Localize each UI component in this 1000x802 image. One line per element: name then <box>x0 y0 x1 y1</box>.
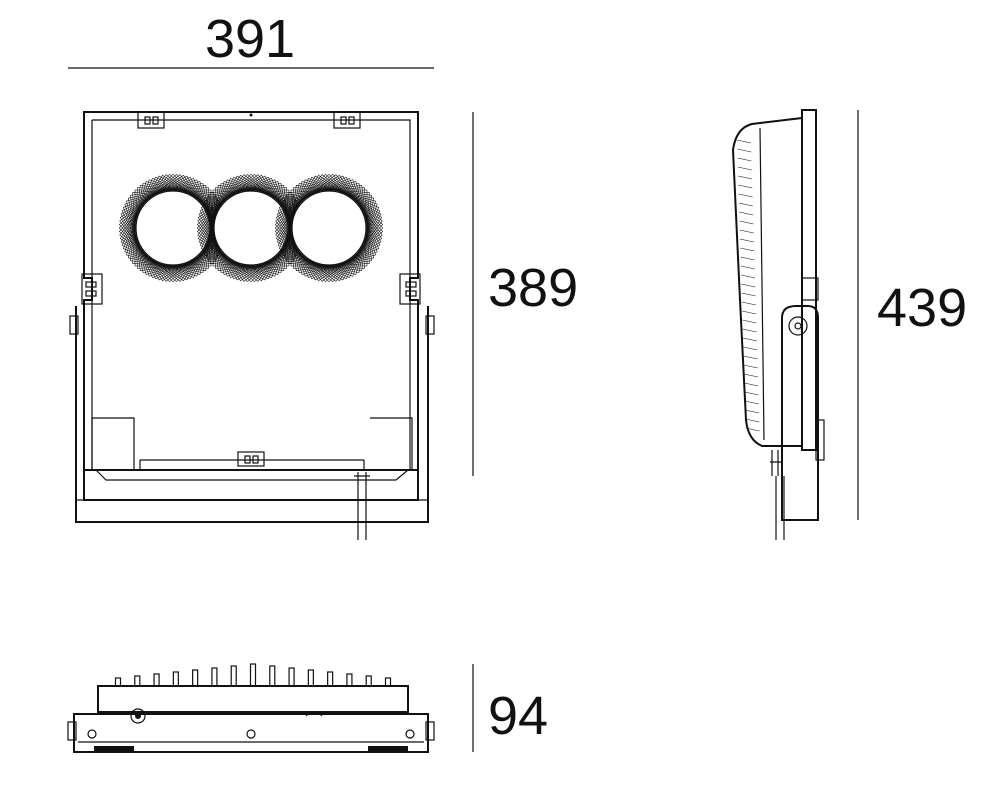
side-fin-line <box>738 175 753 180</box>
bottom-fin <box>230 665 237 687</box>
dimension-height-label: 389 <box>488 258 578 318</box>
front-housing-inner <box>91 119 411 470</box>
bottom-screw-right <box>405 729 415 739</box>
side-fin-line <box>740 274 756 279</box>
front-side-clips <box>81 273 421 305</box>
front-cable <box>354 472 370 540</box>
led-lens <box>274 173 384 283</box>
bottom-knob-left <box>67 721 77 741</box>
side-fin-line <box>738 184 753 189</box>
dimension-depth-label: 94 <box>488 686 548 746</box>
led-lens <box>196 173 306 283</box>
side-fin-line <box>745 427 760 432</box>
front-mounting-bracket <box>75 306 429 523</box>
side-pivot-outer <box>788 316 808 336</box>
bottom-cable-gland-core <box>135 713 141 719</box>
side-fin-line <box>743 346 758 351</box>
side-fin-line <box>741 301 756 306</box>
side-fin-line <box>743 373 759 378</box>
led-lens <box>118 173 228 283</box>
bottom-fin <box>134 675 141 687</box>
side-pivot-inner <box>794 322 802 330</box>
side-fin-line <box>739 220 754 225</box>
side-fin-line <box>738 202 753 207</box>
bottom-knob-right <box>425 721 435 741</box>
bottom-fin <box>153 673 160 687</box>
led-lens-array <box>118 173 384 283</box>
side-fin-line <box>740 265 755 270</box>
front-bottom-bevel <box>95 469 409 481</box>
bottom-fin <box>346 673 353 687</box>
side-fin-line <box>744 391 759 396</box>
side-bracket-stop <box>815 419 825 461</box>
side-fin-line <box>743 355 758 360</box>
bottom-fin <box>327 671 334 687</box>
side-fin-line <box>744 400 759 405</box>
side-cable <box>770 450 785 540</box>
side-view <box>731 109 825 540</box>
bottom-fin <box>114 677 122 687</box>
bottom-fin <box>384 677 392 687</box>
side-fin-line <box>742 337 758 342</box>
side-fin-line <box>739 238 755 243</box>
front-view: 391 <box>68 9 435 540</box>
front-bottom-clip <box>237 451 265 467</box>
side-front-plate <box>801 109 817 451</box>
bracket-knob-left <box>69 315 79 335</box>
side-clip <box>801 277 819 301</box>
side-fin-line <box>739 211 754 216</box>
side-fin-line <box>737 157 752 162</box>
side-fin-line <box>745 409 760 414</box>
dimension-width-label: 391 <box>205 9 295 69</box>
side-fin-line <box>740 247 755 252</box>
bottom-cable-gland <box>130 708 146 724</box>
front-housing-outline <box>83 111 419 471</box>
bottom-fin <box>172 671 179 687</box>
bottom-fin <box>211 667 218 687</box>
bottom-foot-right <box>368 746 408 752</box>
front-top-clips <box>137 111 361 129</box>
bottom-heatsink-fins <box>114 663 392 687</box>
bottom-heatsink-body <box>97 685 409 713</box>
bottom-fin <box>192 669 199 687</box>
bottom-fin <box>249 663 257 687</box>
bottom-screw-left <box>87 729 97 739</box>
side-fin-line <box>744 382 759 387</box>
side-fin-line <box>742 319 757 324</box>
bracket-knob-right <box>425 315 435 335</box>
bottom-screw-center <box>246 729 256 739</box>
side-fin-line <box>738 193 753 198</box>
side-fin-line <box>736 139 752 144</box>
bottom-fin <box>269 665 276 687</box>
side-heatsink-fins <box>736 139 760 432</box>
side-fin-line <box>742 328 757 333</box>
bottom-foot-left <box>94 746 134 752</box>
dimension-side-height-label: 439 <box>877 278 967 338</box>
side-fin-line <box>739 229 754 234</box>
bottom-view <box>67 663 435 753</box>
side-heatsink-edge <box>759 127 765 441</box>
side-fin-line <box>742 310 757 315</box>
side-fin-line <box>745 418 760 423</box>
side-fin-line <box>740 256 755 261</box>
side-heatsink-body <box>731 117 803 447</box>
bottom-fin <box>288 667 295 687</box>
side-fin-line <box>737 166 752 171</box>
bottom-fin <box>307 669 314 687</box>
side-fin-line <box>741 292 756 297</box>
bottom-vent <box>305 711 323 717</box>
side-fin-line <box>741 283 756 288</box>
side-fin-line <box>743 364 758 369</box>
bottom-fin <box>365 675 372 687</box>
bottom-base-plate <box>73 713 429 753</box>
side-bracket-arm <box>781 305 819 521</box>
side-fin-line <box>737 148 752 153</box>
front-bottom-frame <box>91 417 413 470</box>
